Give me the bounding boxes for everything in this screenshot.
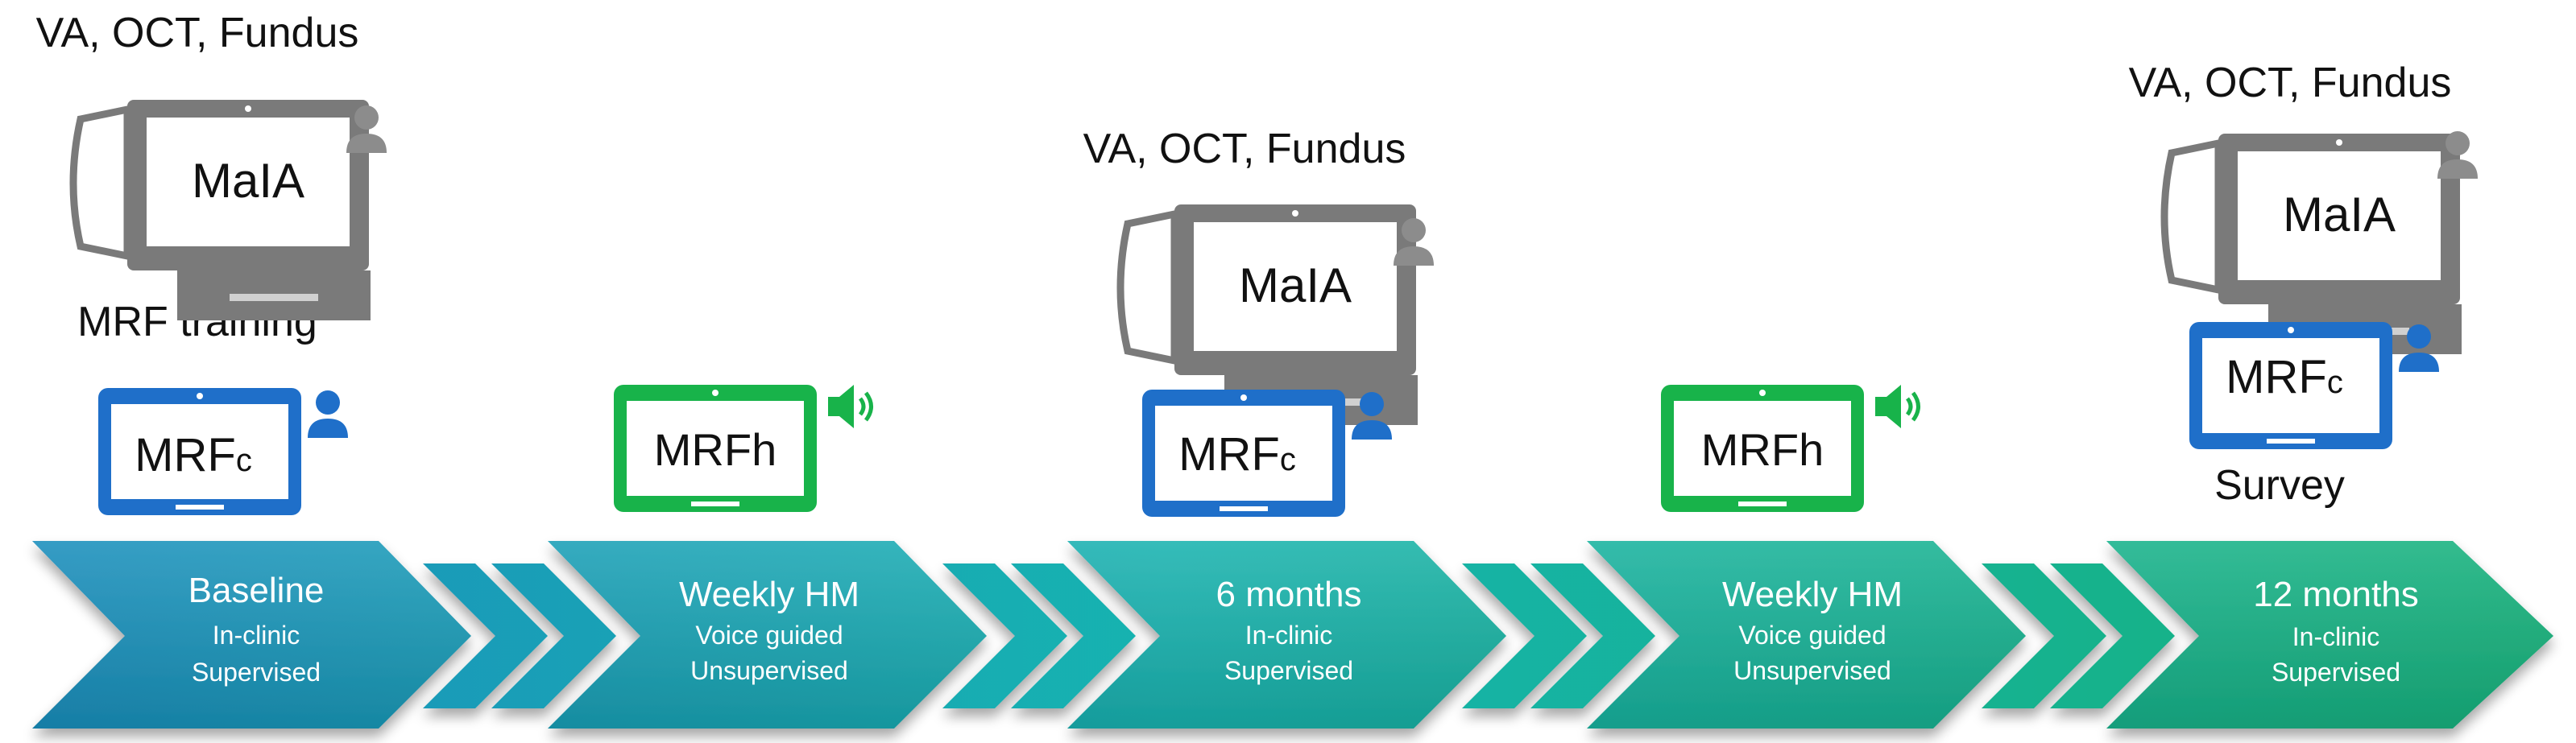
connector-chevron-3a	[1462, 563, 1587, 708]
speaker-icon	[828, 385, 873, 428]
person-icon	[308, 390, 348, 438]
connector-chevron-1b	[491, 563, 616, 708]
speaker-icon	[1875, 385, 1920, 428]
computer-monitor-icon	[69, 100, 371, 320]
tablet-icon	[1661, 385, 1864, 512]
stage-1-line1: In-clinic	[213, 621, 300, 650]
person-icon	[346, 105, 387, 153]
mrfh-tablet-1: MRFh	[614, 385, 873, 512]
connector-chevron-4a	[1982, 563, 2106, 708]
person-icon	[2437, 131, 2478, 179]
computer-monitor-icon	[2160, 134, 2462, 354]
connector-chevron-3b	[1530, 563, 1655, 708]
stage-1-title: Baseline	[188, 571, 325, 610]
connector-chevron-4b	[2050, 563, 2175, 708]
tablet-icon	[98, 388, 301, 515]
computer-monitor-icon	[1116, 204, 1418, 425]
maia-label-1: MaIA	[192, 154, 304, 208]
tablet-icon	[2189, 322, 2392, 449]
person-icon	[2399, 324, 2439, 372]
exam-label-6-months: VA, OCT, Fundus	[1083, 126, 1406, 172]
mrfh-label-1: MRFh	[654, 424, 777, 475]
stage-2-title: Weekly HM	[679, 575, 859, 614]
survey-label: Survey	[2214, 462, 2345, 509]
mrfc-label-1: MRFc	[135, 429, 252, 481]
exam-label-12-months: VA, OCT, Fundus	[2129, 60, 2452, 106]
stage-5-line1: In-clinic	[2292, 622, 2379, 651]
timeline-arrow-band	[32, 541, 2553, 729]
maia-device-1: MaIA	[69, 100, 387, 320]
stage-5-title: 12 months	[2253, 575, 2418, 614]
stage-3-line1: In-clinic	[1245, 621, 1332, 650]
stage-2-line1: Voice guided	[695, 621, 843, 650]
mrfc-label-3: MRFc	[2226, 351, 2343, 403]
stage-1-line2: Supervised	[192, 658, 321, 687]
stage-4-line2: Unsupervised	[1733, 656, 1891, 685]
connector-chevron-2b	[1011, 563, 1136, 708]
stage-2-text: Weekly HM Voice guided Unsupervised	[679, 575, 859, 685]
maia-label-3: MaIA	[2283, 188, 2396, 241]
mrfh-tablet-2: MRFh	[1661, 385, 1920, 512]
maia-device-2: MaIA	[1116, 204, 1434, 425]
maia-label-2: MaIA	[1239, 258, 1352, 312]
person-icon	[1394, 218, 1434, 266]
stage-5-text: 12 months In-clinic Supervised	[2253, 575, 2418, 687]
stage-3-text: 6 months In-clinic Supervised	[1216, 575, 1362, 685]
connector-chevron-2a	[942, 563, 1067, 708]
mrfc-tablet-2: MRFc	[1142, 390, 1392, 517]
maia-device-3: MaIA	[2160, 131, 2478, 354]
mrfh-label-2: MRFh	[1701, 424, 1824, 475]
stage-5-line2: Supervised	[2272, 658, 2400, 687]
stage-4-text: Weekly HM Voice guided Unsupervised	[1722, 575, 1903, 685]
connector-chevron-1a	[423, 563, 548, 708]
stage-4-title: Weekly HM	[1722, 575, 1903, 614]
mrfc-tablet-3: MRFc	[2189, 322, 2439, 449]
stage-3-line2: Supervised	[1224, 656, 1353, 685]
mrfc-tablet-1: MRFc	[98, 388, 348, 515]
stage-3-title: 6 months	[1216, 575, 1362, 614]
stage-2-line2: Unsupervised	[690, 656, 848, 685]
stage-4-line1: Voice guided	[1738, 621, 1886, 650]
mrfc-label-2: MRFc	[1178, 428, 1296, 481]
tablet-icon	[614, 385, 817, 512]
exam-label-baseline: VA, OCT, Fundus	[36, 10, 359, 56]
person-icon	[1352, 392, 1392, 440]
band-shading	[32, 541, 2553, 729]
tablet-icon	[1142, 390, 1345, 517]
stage-1-text: Baseline In-clinic Supervised	[188, 571, 325, 687]
